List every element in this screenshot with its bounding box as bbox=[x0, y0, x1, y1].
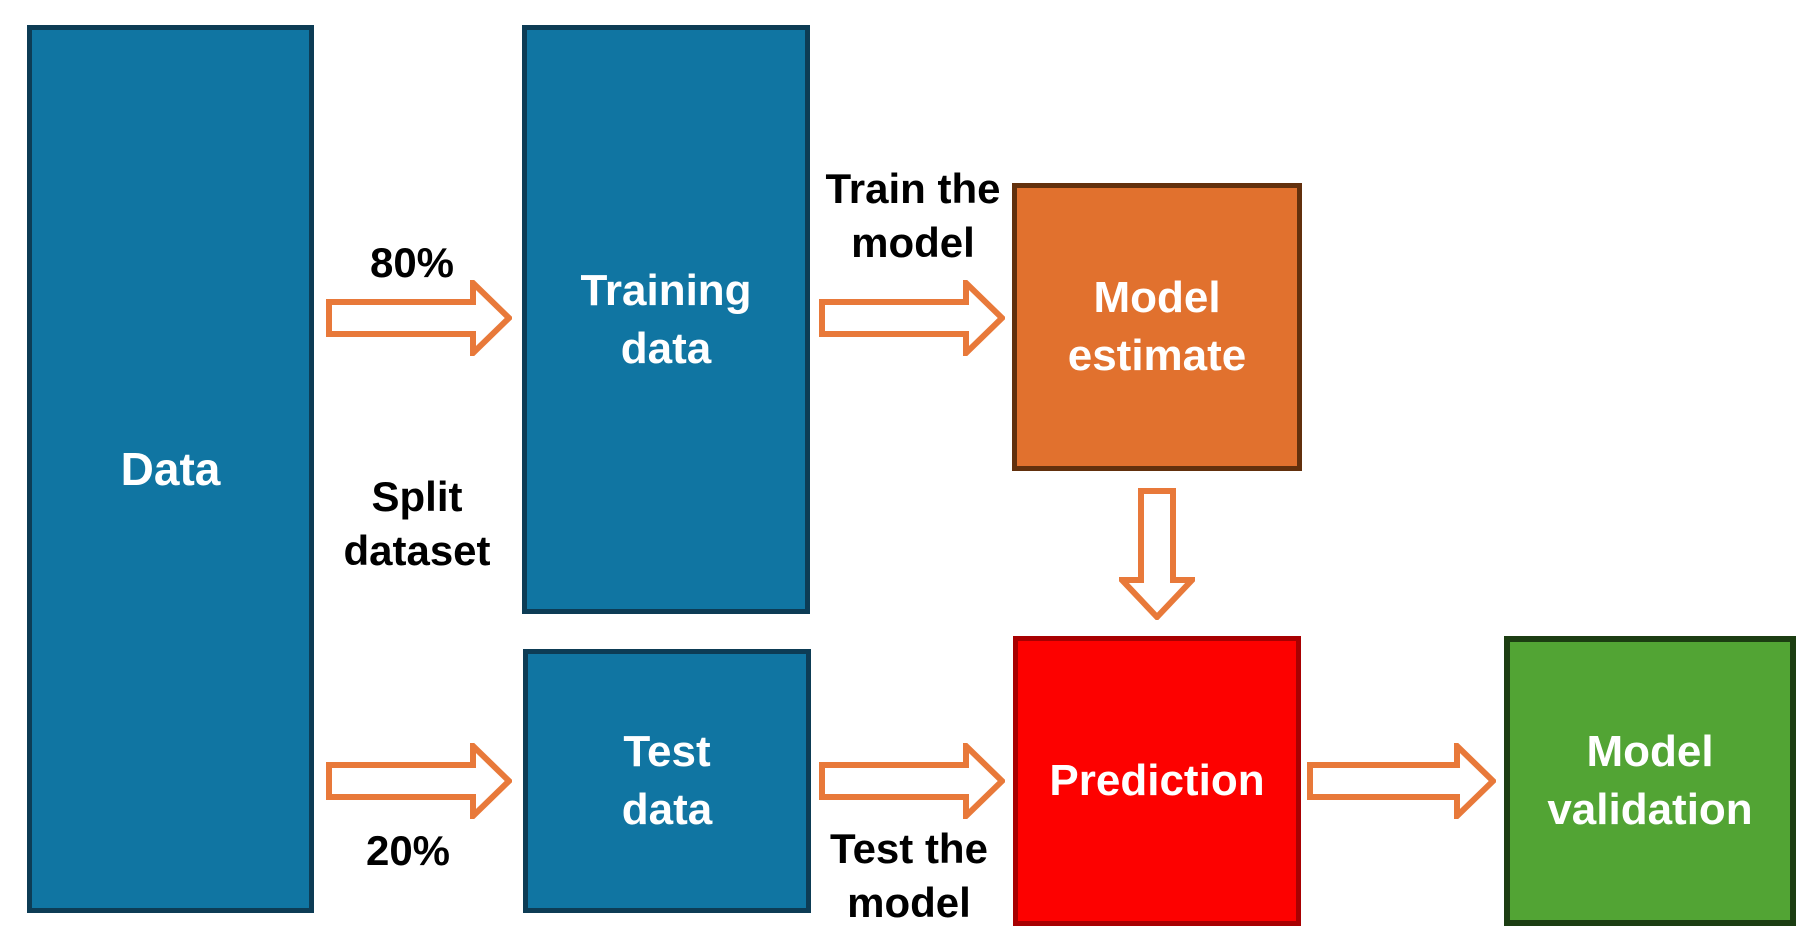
model-estimate-box: Model estimate bbox=[1012, 183, 1302, 471]
arrow-prediction-to-validation-icon bbox=[1307, 743, 1496, 819]
training-data-label-line2: data bbox=[620, 323, 712, 373]
training-data-box: Training data bbox=[522, 25, 810, 614]
data-box-label: Data bbox=[120, 443, 221, 495]
model-validation-box: Model validation bbox=[1504, 636, 1796, 926]
model-validation-label-line2: validation bbox=[1547, 785, 1753, 834]
data-box: Data bbox=[27, 25, 314, 913]
label-20-percent: 20% bbox=[365, 827, 451, 874]
label-train-the-model-line2: model bbox=[851, 219, 975, 266]
test-data-box: Test data bbox=[523, 649, 811, 913]
prediction-box: Prediction bbox=[1013, 636, 1301, 926]
label-test-the-model-line1: Test the bbox=[830, 825, 988, 872]
label-test-the-model: Test the model bbox=[784, 822, 1034, 930]
arrow-estimate-to-prediction-icon bbox=[1119, 488, 1195, 620]
arrow-data-to-test-icon bbox=[326, 743, 512, 819]
test-data-label-line1: Test bbox=[623, 727, 711, 776]
arrow-test-to-prediction-icon bbox=[819, 743, 1005, 819]
arrow-training-to-estimate-icon bbox=[819, 280, 1005, 356]
test-data-label-line2: data bbox=[621, 785, 713, 834]
arrow-data-to-training-icon bbox=[326, 280, 512, 356]
training-data-label-line1: Training bbox=[580, 265, 752, 315]
label-train-the-model-line1: Train the bbox=[825, 165, 1001, 212]
label-split-dataset-line2: dataset bbox=[343, 527, 491, 574]
model-estimate-label-line1: Model bbox=[1093, 273, 1221, 322]
label-train-the-model: Train the model bbox=[788, 162, 1038, 270]
model-estimate-label-line2: estimate bbox=[1067, 331, 1247, 380]
prediction-box-label: Prediction bbox=[1049, 756, 1265, 805]
label-test-the-model-line2: model bbox=[847, 879, 971, 926]
model-validation-label-line1: Model bbox=[1586, 727, 1714, 776]
label-split-dataset-line1: Split bbox=[371, 473, 463, 520]
label-80-percent: 80% bbox=[369, 239, 455, 286]
label-split-dataset: Split dataset bbox=[292, 470, 542, 578]
